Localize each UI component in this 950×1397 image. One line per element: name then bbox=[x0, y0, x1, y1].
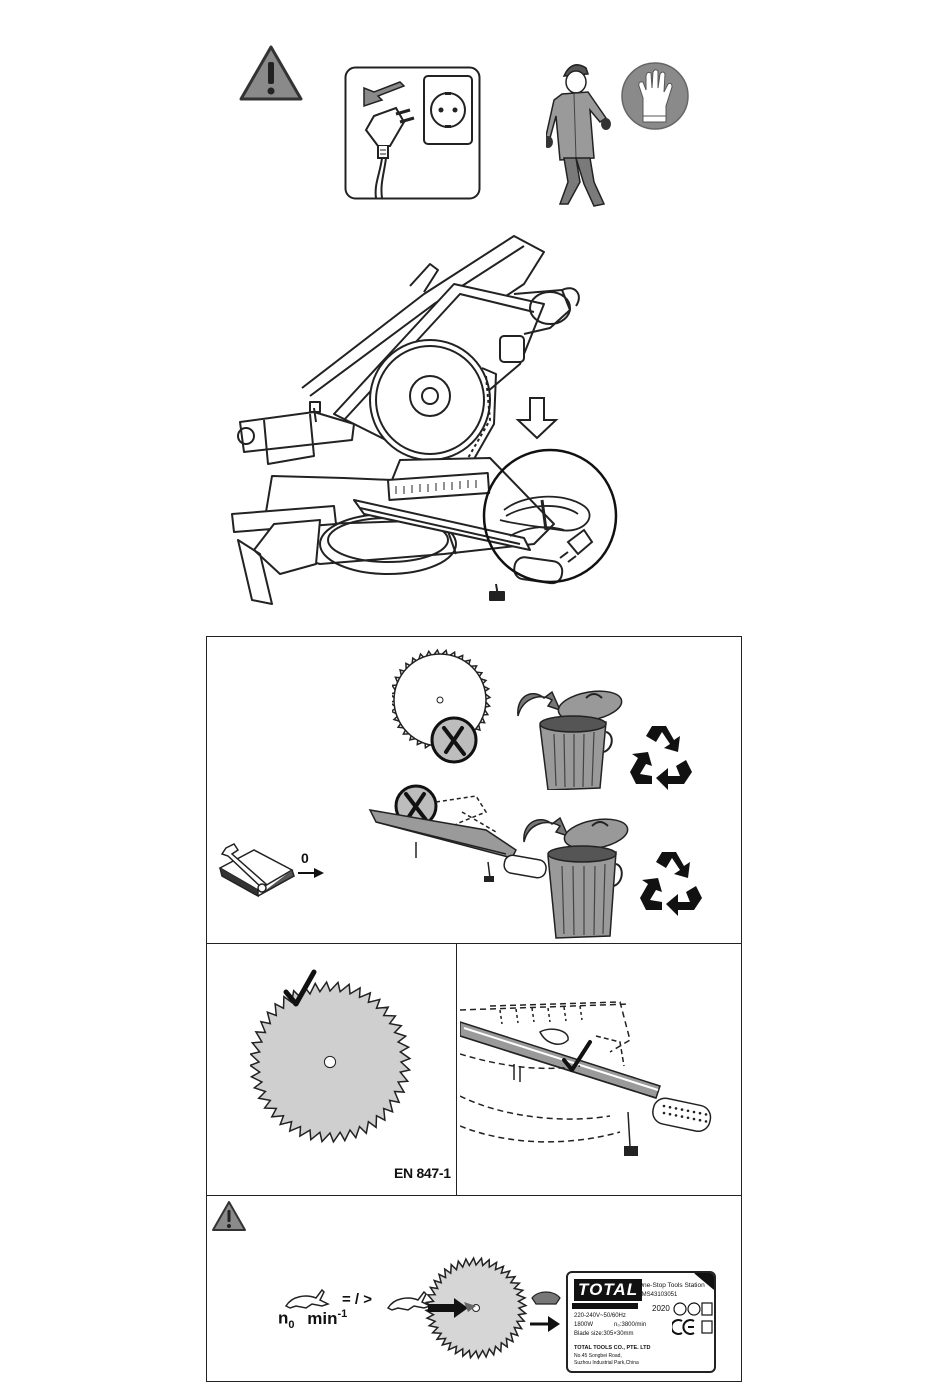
plate-company: TOTAL TOOLS CO., PTE. LTD bbox=[574, 1345, 651, 1351]
grip-dot bbox=[693, 1111, 696, 1114]
grip-dot bbox=[663, 1105, 666, 1108]
plate-bar bbox=[572, 1303, 638, 1309]
plate-address-2: Suzhou Industrial Park,China bbox=[574, 1360, 639, 1366]
warning-triangle-icon bbox=[211, 1200, 247, 1232]
manual-wrench-icon bbox=[214, 842, 298, 898]
grip-dot bbox=[699, 1112, 702, 1115]
speed-comparison: = / > bbox=[342, 1291, 372, 1308]
sliding-rail-icon bbox=[460, 996, 730, 1166]
divider-horizontal-1 bbox=[206, 943, 742, 944]
good-rail-illustration bbox=[460, 996, 730, 1166]
warning-triangle-icon bbox=[238, 44, 304, 102]
miter-saw-icon bbox=[224, 224, 624, 610]
saw-blade-icon bbox=[392, 642, 492, 766]
grip-dot bbox=[687, 1117, 690, 1120]
recycle-symbol-1 bbox=[626, 720, 696, 790]
arrow-to-plate bbox=[528, 1290, 568, 1340]
grip-dot bbox=[675, 1114, 678, 1117]
plate-model-code: TMS43103051 bbox=[638, 1292, 677, 1298]
worn-blade-illustration bbox=[392, 642, 492, 766]
recycle-icon bbox=[626, 720, 696, 790]
grip-dot bbox=[693, 1118, 696, 1121]
speed-symbol: n0 min-1 bbox=[278, 1308, 347, 1331]
grip-dot bbox=[681, 1108, 684, 1111]
trash-can-2 bbox=[520, 810, 630, 940]
unplug-panel bbox=[344, 66, 481, 200]
saw-blade-icon bbox=[424, 1246, 528, 1380]
blade-arbor-hole bbox=[324, 1056, 335, 1067]
worker-icon bbox=[546, 58, 696, 210]
trash-can-1 bbox=[514, 686, 624, 790]
rabbit-speed-icon bbox=[282, 1288, 330, 1310]
plate-voltage: 220-240V~50/60Hz bbox=[574, 1313, 626, 1319]
ce-mark-icon bbox=[672, 1301, 714, 1339]
unplug-icon bbox=[344, 66, 481, 200]
warning-triangle-top bbox=[238, 44, 304, 102]
divider-vertical bbox=[456, 943, 457, 1196]
right-arrow-icon bbox=[298, 866, 324, 880]
warning-triangle-bottom bbox=[211, 1200, 247, 1232]
saw-blade-icon bbox=[250, 962, 420, 1162]
grip-dot bbox=[705, 1120, 708, 1123]
rabbit-speed-1 bbox=[282, 1288, 330, 1310]
worker-with-gloves bbox=[546, 58, 696, 210]
rating-plate: TOTAL One-Stop Tools Station TMS43103051… bbox=[566, 1271, 716, 1373]
recycle-icon bbox=[636, 846, 706, 916]
grip-dot bbox=[687, 1110, 690, 1113]
plate-year: 2020 bbox=[652, 1304, 670, 1313]
good-blade-illustration bbox=[250, 962, 420, 1162]
miter-saw-illustration bbox=[224, 224, 624, 610]
grip-dot bbox=[681, 1115, 684, 1118]
divider-horizontal-2 bbox=[206, 1195, 742, 1196]
plate-blade: Blade size:305×30mm bbox=[574, 1331, 634, 1337]
grip-dot bbox=[669, 1113, 672, 1116]
blade-speed-illustration bbox=[424, 1246, 528, 1380]
manual-wrench bbox=[214, 842, 298, 898]
grip-dot bbox=[663, 1112, 666, 1115]
plate-address-1: No.45 Songbei Road, bbox=[574, 1353, 622, 1359]
grip-dot bbox=[675, 1107, 678, 1110]
standard-label: EN 847-1 bbox=[394, 1165, 451, 1181]
brand-logo: TOTAL bbox=[574, 1279, 642, 1301]
recycle-symbol-2 bbox=[636, 846, 706, 916]
plate-model-title: One-Stop Tools Station bbox=[638, 1282, 705, 1289]
plate-speed: n₀:3800/min bbox=[614, 1322, 646, 1328]
trash-can-icon bbox=[520, 810, 630, 940]
grip-dot bbox=[669, 1106, 672, 1109]
grip-dot bbox=[699, 1119, 702, 1122]
grip-dot bbox=[705, 1113, 708, 1116]
manual-arrow-label: 0 bbox=[301, 850, 309, 866]
plate-power: 1800W bbox=[574, 1322, 593, 1328]
plate-symbols bbox=[672, 1301, 714, 1339]
trash-can-icon bbox=[514, 686, 624, 790]
